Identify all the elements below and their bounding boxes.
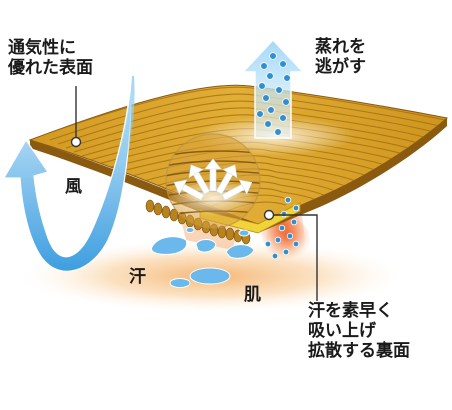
- diffusion-arrow-icon: [173, 158, 253, 201]
- vapor-dot-icon: [274, 128, 282, 136]
- label-wind: 風: [65, 177, 82, 197]
- label-line: 蒸れを: [315, 37, 366, 57]
- label-line: 優れた表面: [8, 58, 93, 79]
- label-line: 汗を素早く: [308, 301, 393, 321]
- leader-dot-back: [263, 209, 275, 221]
- vapor-dot-icon: [271, 252, 279, 260]
- label-line: 通気性に: [8, 38, 76, 58]
- vapor-dot-icon: [286, 232, 294, 240]
- vapor-dot-icon: [267, 106, 275, 114]
- vapor-dot-icon: [280, 210, 288, 218]
- vapor-dot-icon: [269, 52, 277, 60]
- vapor-dot-icon: [282, 248, 290, 256]
- vapor-dot-icon: [260, 62, 268, 70]
- vapor-dot-icon: [283, 74, 291, 82]
- vapor-dot-icon: [275, 86, 283, 94]
- vapor-dot-icon: [274, 236, 282, 244]
- vapor-dot-icon: [256, 110, 264, 118]
- vapor-dot-icon: [262, 94, 270, 102]
- vapor-dot-icon: [292, 204, 300, 212]
- leader-dot-surface: [70, 136, 82, 148]
- vapor-dot-icon: [282, 98, 290, 106]
- label-wicking-back: 汗を素早く 吸い上げ 拡散する裏面: [308, 301, 410, 361]
- vapor-dot-icon: [258, 82, 266, 90]
- label-sweat: 汗: [129, 267, 146, 287]
- sweat-drop-icon: [151, 227, 255, 288]
- vapor-dot-icon: [290, 218, 298, 226]
- label-line: 吸い上げ: [308, 321, 376, 342]
- leader-lines: [75, 86, 318, 301]
- label-line: 逃がす: [315, 57, 366, 78]
- label-breathable-surface: 通気性に 優れた表面: [8, 38, 93, 78]
- vapor-dot-icon: [266, 72, 274, 80]
- label-line: 拡散する裏面: [308, 341, 410, 362]
- vapor-dot-icon: [279, 114, 287, 122]
- vapor-dot-icon: [264, 120, 272, 128]
- wind-arrow-icon: [2, 76, 135, 272]
- steam-vapor-dots: [256, 52, 291, 136]
- vapor-dot-icon: [292, 240, 300, 248]
- label-release-steam: 蒸れを 逃がす: [315, 37, 366, 77]
- vapor-dot-icon: [264, 240, 272, 248]
- label-skin: 肌: [244, 285, 261, 305]
- vapor-dot-icon: [284, 196, 292, 204]
- vapor-dot-icon: [278, 224, 286, 232]
- back-vapor-dots: [264, 196, 300, 260]
- vapor-dot-icon: [279, 60, 287, 68]
